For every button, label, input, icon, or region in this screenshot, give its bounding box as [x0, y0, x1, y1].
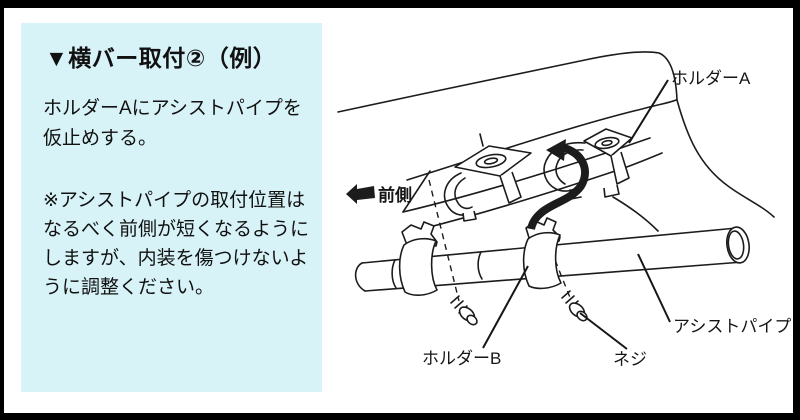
screw-leader — [579, 312, 628, 350]
panel-body-text: ホルダーAにアシストパイプを 仮止めする。 — [43, 98, 302, 149]
holder-b-clamp-right — [522, 231, 562, 290]
panel-note-text: ※アシストパイプの取付位置は なるべく前側が短くなるように しますが、内装を傷つ… — [43, 190, 310, 298]
installation-diagram: 前側 ホルダーA ホルダーB ネジ アシストパイプ — [337, 51, 791, 369]
holder-a-label: ホルダーA — [671, 69, 751, 88]
screw-label: ネジ — [613, 350, 647, 369]
holder-a-bracket-left — [443, 133, 532, 222]
pillar-curve — [676, 99, 775, 218]
holder-b-leader — [482, 265, 529, 349]
pipe-left-cap — [354, 262, 366, 292]
holder-a-bracket-right — [543, 128, 633, 200]
assist-pipe-leader — [637, 253, 671, 323]
mount-rail-line — [402, 137, 651, 213]
screw-left — [450, 295, 478, 326]
instruction-panel: ▼横バー取付②（例） ホルダーAにアシストパイプを 仮止めする。 ※アシストパイ… — [21, 23, 322, 392]
holder-b-label: ホルダーB — [422, 349, 501, 368]
front-side-label: 前側 — [378, 185, 412, 205]
panel-title: ▼横バー取付②（例） — [45, 45, 277, 71]
label-leader-lines — [482, 79, 671, 350]
assembly-dashed-lines — [428, 179, 572, 302]
screw-drawings — [450, 290, 588, 326]
holder-b-clamp-left — [398, 237, 438, 296]
pipe-open-end — [726, 226, 750, 264]
front-direction-arrow — [346, 184, 375, 204]
holder-b-clamps — [398, 217, 562, 296]
attach-motion-arrow — [527, 139, 589, 230]
holder-a-leader — [628, 79, 669, 144]
assist-pipe-label: アシストパイプ — [673, 317, 791, 336]
